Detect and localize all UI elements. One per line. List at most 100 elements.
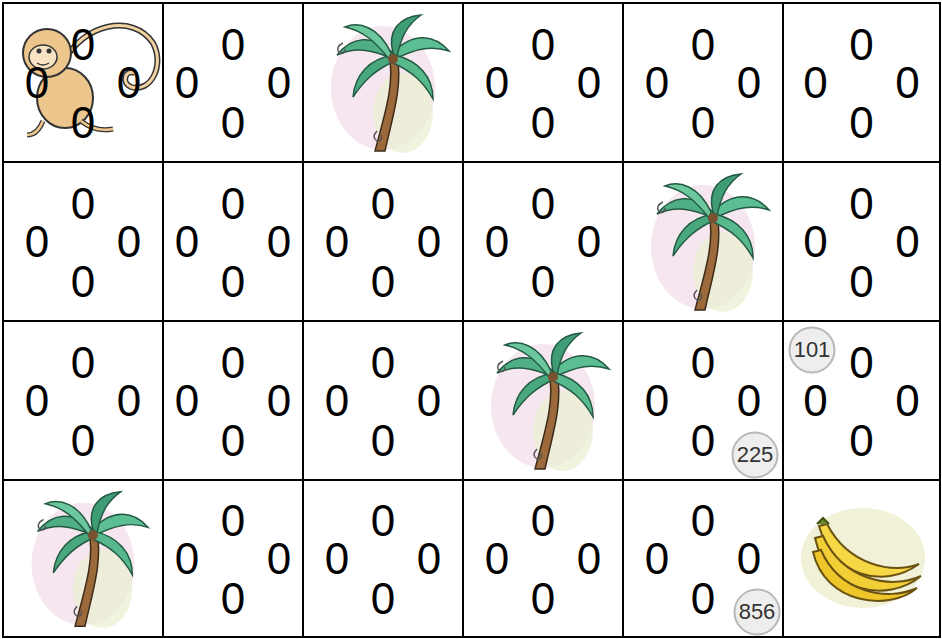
grid-cell: 0000 [3, 162, 163, 321]
q-value: 0 [221, 577, 245, 621]
q-value: 0 [849, 419, 873, 463]
q-value: 0 [417, 379, 441, 423]
q-value: 0 [175, 220, 199, 264]
q-value: 0 [849, 23, 873, 67]
grid-cell: 0000 [783, 162, 940, 321]
q-value: 0 [325, 220, 349, 264]
q-value: 0 [417, 220, 441, 264]
q-value: 0 [71, 341, 95, 385]
grid-cell: 0000 [163, 480, 303, 637]
q-value: 0 [71, 23, 95, 67]
value-number: 856 [739, 601, 776, 623]
q-value: 0 [371, 260, 395, 304]
q-value: 0 [221, 182, 245, 226]
q-value: 0 [691, 101, 715, 145]
q-value: 0 [117, 379, 141, 423]
grid-cell: 0000 [163, 162, 303, 321]
grid-cell: 0000 [783, 3, 940, 162]
q-value: 0 [221, 499, 245, 543]
q-value: 0 [691, 23, 715, 67]
grid-cell: 0000 [3, 3, 163, 162]
q-value: 0 [531, 101, 555, 145]
grid-cell: 0000 [623, 3, 783, 162]
q-value: 0 [371, 499, 395, 543]
grid-cell: 0000225 [623, 321, 783, 480]
grid-cell: 0000 [303, 480, 463, 637]
q-value: 0 [267, 61, 291, 105]
q-value: 0 [531, 499, 555, 543]
q-value: 0 [895, 379, 919, 423]
q-value: 0 [485, 220, 509, 264]
q-value: 0 [849, 182, 873, 226]
q-value: 0 [691, 341, 715, 385]
q-value: 0 [417, 537, 441, 581]
q-value: 0 [371, 182, 395, 226]
grid-cell: 0000 [3, 321, 163, 480]
q-value: 0 [25, 379, 49, 423]
q-value: 0 [577, 220, 601, 264]
q-value: 0 [371, 577, 395, 621]
grid-cell: 0000 [463, 162, 623, 321]
q-value: 0 [849, 101, 873, 145]
value-circle: 101 [788, 326, 836, 374]
q-value: 0 [803, 379, 827, 423]
q-value: 0 [71, 419, 95, 463]
q-value: 0 [325, 379, 349, 423]
grid-cell: 0000 [163, 321, 303, 480]
q-value: 0 [221, 23, 245, 67]
q-value: 0 [645, 61, 669, 105]
grid-cell: 0000 [303, 162, 463, 321]
q-value: 0 [531, 577, 555, 621]
q-value: 0 [485, 537, 509, 581]
q-value: 0 [849, 260, 873, 304]
q-value: 0 [849, 341, 873, 385]
q-value: 0 [645, 379, 669, 423]
value-circle: 856 [733, 588, 781, 636]
q-value: 0 [803, 220, 827, 264]
q-value: 0 [71, 260, 95, 304]
grid-cell: 0000101 [783, 321, 940, 480]
q-value: 0 [25, 61, 49, 105]
q-value: 0 [895, 220, 919, 264]
grid-cell: 0000856 [623, 480, 783, 637]
value-number: 225 [737, 444, 774, 466]
q-value: 0 [803, 61, 827, 105]
q-value: 0 [221, 419, 245, 463]
q-value: 0 [71, 101, 95, 145]
q-value: 0 [737, 379, 761, 423]
grid-cell: 0000 [303, 321, 463, 480]
q-value: 0 [25, 220, 49, 264]
q-value: 0 [221, 260, 245, 304]
q-value: 0 [325, 537, 349, 581]
q-value: 0 [737, 537, 761, 581]
q-value: 0 [895, 61, 919, 105]
q-value: 0 [175, 537, 199, 581]
q-value: 0 [691, 419, 715, 463]
q-value: 0 [645, 537, 669, 581]
q-value: 0 [117, 61, 141, 105]
q-value: 0 [175, 379, 199, 423]
q-value: 0 [221, 341, 245, 385]
grid-cell: 0000 [463, 480, 623, 637]
q-value: 0 [691, 577, 715, 621]
q-value: 0 [175, 61, 199, 105]
grid-cell: 0000 [163, 3, 303, 162]
q-value: 0 [485, 61, 509, 105]
q-value: 0 [531, 182, 555, 226]
q-value: 0 [267, 379, 291, 423]
q-value: 0 [691, 499, 715, 543]
grid-cell: 0000 [463, 3, 623, 162]
q-value: 0 [71, 182, 95, 226]
q-value: 0 [371, 341, 395, 385]
value-number: 101 [794, 339, 831, 361]
q-value: 0 [737, 61, 761, 105]
value-circle: 225 [731, 431, 779, 479]
q-value: 0 [531, 260, 555, 304]
q-value: 0 [577, 537, 601, 581]
q-value: 0 [221, 101, 245, 145]
q-value: 0 [577, 61, 601, 105]
q-value: 0 [267, 220, 291, 264]
q-value: 0 [117, 220, 141, 264]
q-value: 0 [371, 419, 395, 463]
